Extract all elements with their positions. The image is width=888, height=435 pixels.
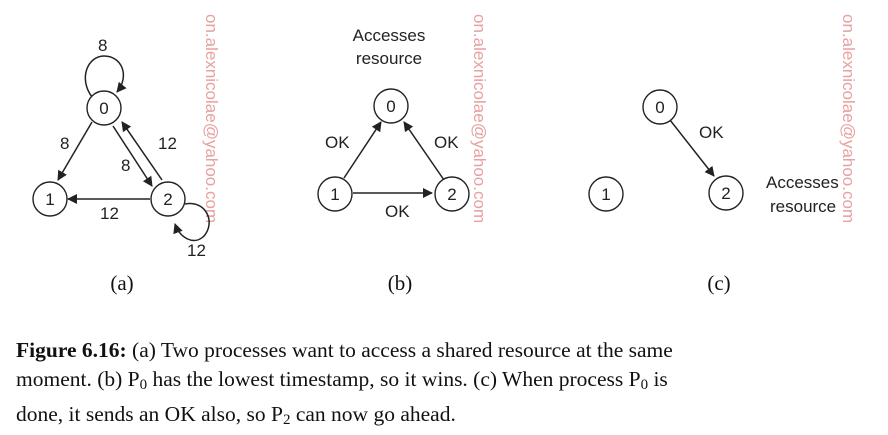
panel-c: OK 0 1 2 Accesses resource (c): [588, 89, 839, 295]
watermark-1: on.alexnicolae@yahoo.com: [202, 14, 221, 223]
figure-caption: Figure 6.16: (a) Two processes want to a…: [16, 336, 878, 435]
node-b-1-label: 1: [330, 185, 339, 204]
caption-seg4: is: [648, 367, 668, 391]
panel-c-label: (c): [707, 271, 730, 295]
node-a-0-label: 0: [99, 99, 108, 118]
node-a-1: [32, 181, 68, 217]
node-b-2: [434, 176, 470, 212]
node-a-0: [86, 90, 122, 126]
watermark-3: on.alexnicolae@yahoo.com: [839, 14, 858, 223]
edge-label-c-0-2: OK: [699, 123, 724, 142]
edge-a-0-0: [84, 55, 127, 98]
caption-prefix: Figure 6.16:: [16, 338, 127, 362]
panel-a-label: (a): [110, 271, 133, 295]
edge-a-2-0: [121, 121, 163, 181]
caption-line-1: Figure 6.16: (a) Two processes want to a…: [16, 336, 878, 365]
node-c-1-label: 1: [601, 185, 610, 204]
edge-a-0-1: [57, 121, 93, 181]
caption-seg2: moment. (b) P: [16, 367, 140, 391]
caption-seg3: has the lowest timestamp, so it wins. (c…: [147, 367, 641, 391]
node-a-2: [150, 181, 186, 217]
panel-b-note-line2: resource: [356, 49, 422, 68]
node-c-0: [642, 89, 678, 125]
node-c-1: [588, 176, 624, 212]
caption-seg5: done, it sends an OK also, so P: [16, 402, 283, 426]
edge-label-a-0-0: 8: [98, 36, 107, 55]
panel-a: 8 8 8 12 12 12 0 1 2 (a): [32, 36, 210, 295]
caption-sub1: 0: [139, 377, 148, 393]
edge-label-b-1-2: OK: [385, 202, 410, 221]
node-b-1: [317, 176, 353, 212]
caption-line-2: moment. (b) P0 has the lowest timestamp,…: [16, 365, 878, 400]
edge-label-a-0-1: 8: [60, 134, 69, 153]
panel-c-note-line1: Accesses: [766, 173, 839, 192]
edge-b-1-0: [343, 121, 382, 179]
edge-label-b-1-0: OK: [325, 133, 350, 152]
panel-b: Accesses resource OK OK OK 0 1 2 (b): [317, 26, 470, 295]
node-c-2: [708, 175, 744, 211]
node-b-2-label: 2: [447, 185, 456, 204]
node-b-0: [373, 88, 409, 124]
node-a-1-label: 1: [45, 190, 54, 209]
caption-line-3: done, it sends an OK also, so P2 can now…: [16, 400, 878, 435]
node-c-2-label: 2: [721, 184, 730, 203]
caption-seg1: (a) Two processes want to access a share…: [126, 338, 673, 362]
edge-b-2-0: [403, 121, 445, 181]
edge-label-a-2-2: 12: [187, 241, 206, 260]
caption-sub2: 0: [640, 377, 649, 393]
caption-seg6: can now go ahead.: [290, 402, 456, 426]
panel-b-label: (b): [388, 271, 413, 295]
node-c-0-label: 0: [655, 98, 664, 117]
node-b-0-label: 0: [386, 97, 395, 116]
edge-label-b-2-0: OK: [434, 133, 459, 152]
caption-sub3: 2: [282, 412, 291, 428]
panel-b-note-line1: Accesses: [353, 26, 426, 45]
edge-label-a-2-0: 12: [158, 134, 177, 153]
edge-label-a-2-1: 12: [100, 204, 119, 223]
edge-c-0-2: [669, 119, 715, 177]
panel-c-note-line2: resource: [770, 197, 836, 216]
node-a-2-label: 2: [163, 190, 172, 209]
edge-a-0-2: [112, 125, 153, 187]
edge-label-a-0-2: 8: [121, 156, 130, 175]
edge-a-2-2: [173, 202, 210, 242]
distributed-mutex-diagram: on.alexnicolae@yahoo.com on.alexnicolae@…: [32, 14, 858, 295]
watermark-2: on.alexnicolae@yahoo.com: [470, 14, 489, 223]
